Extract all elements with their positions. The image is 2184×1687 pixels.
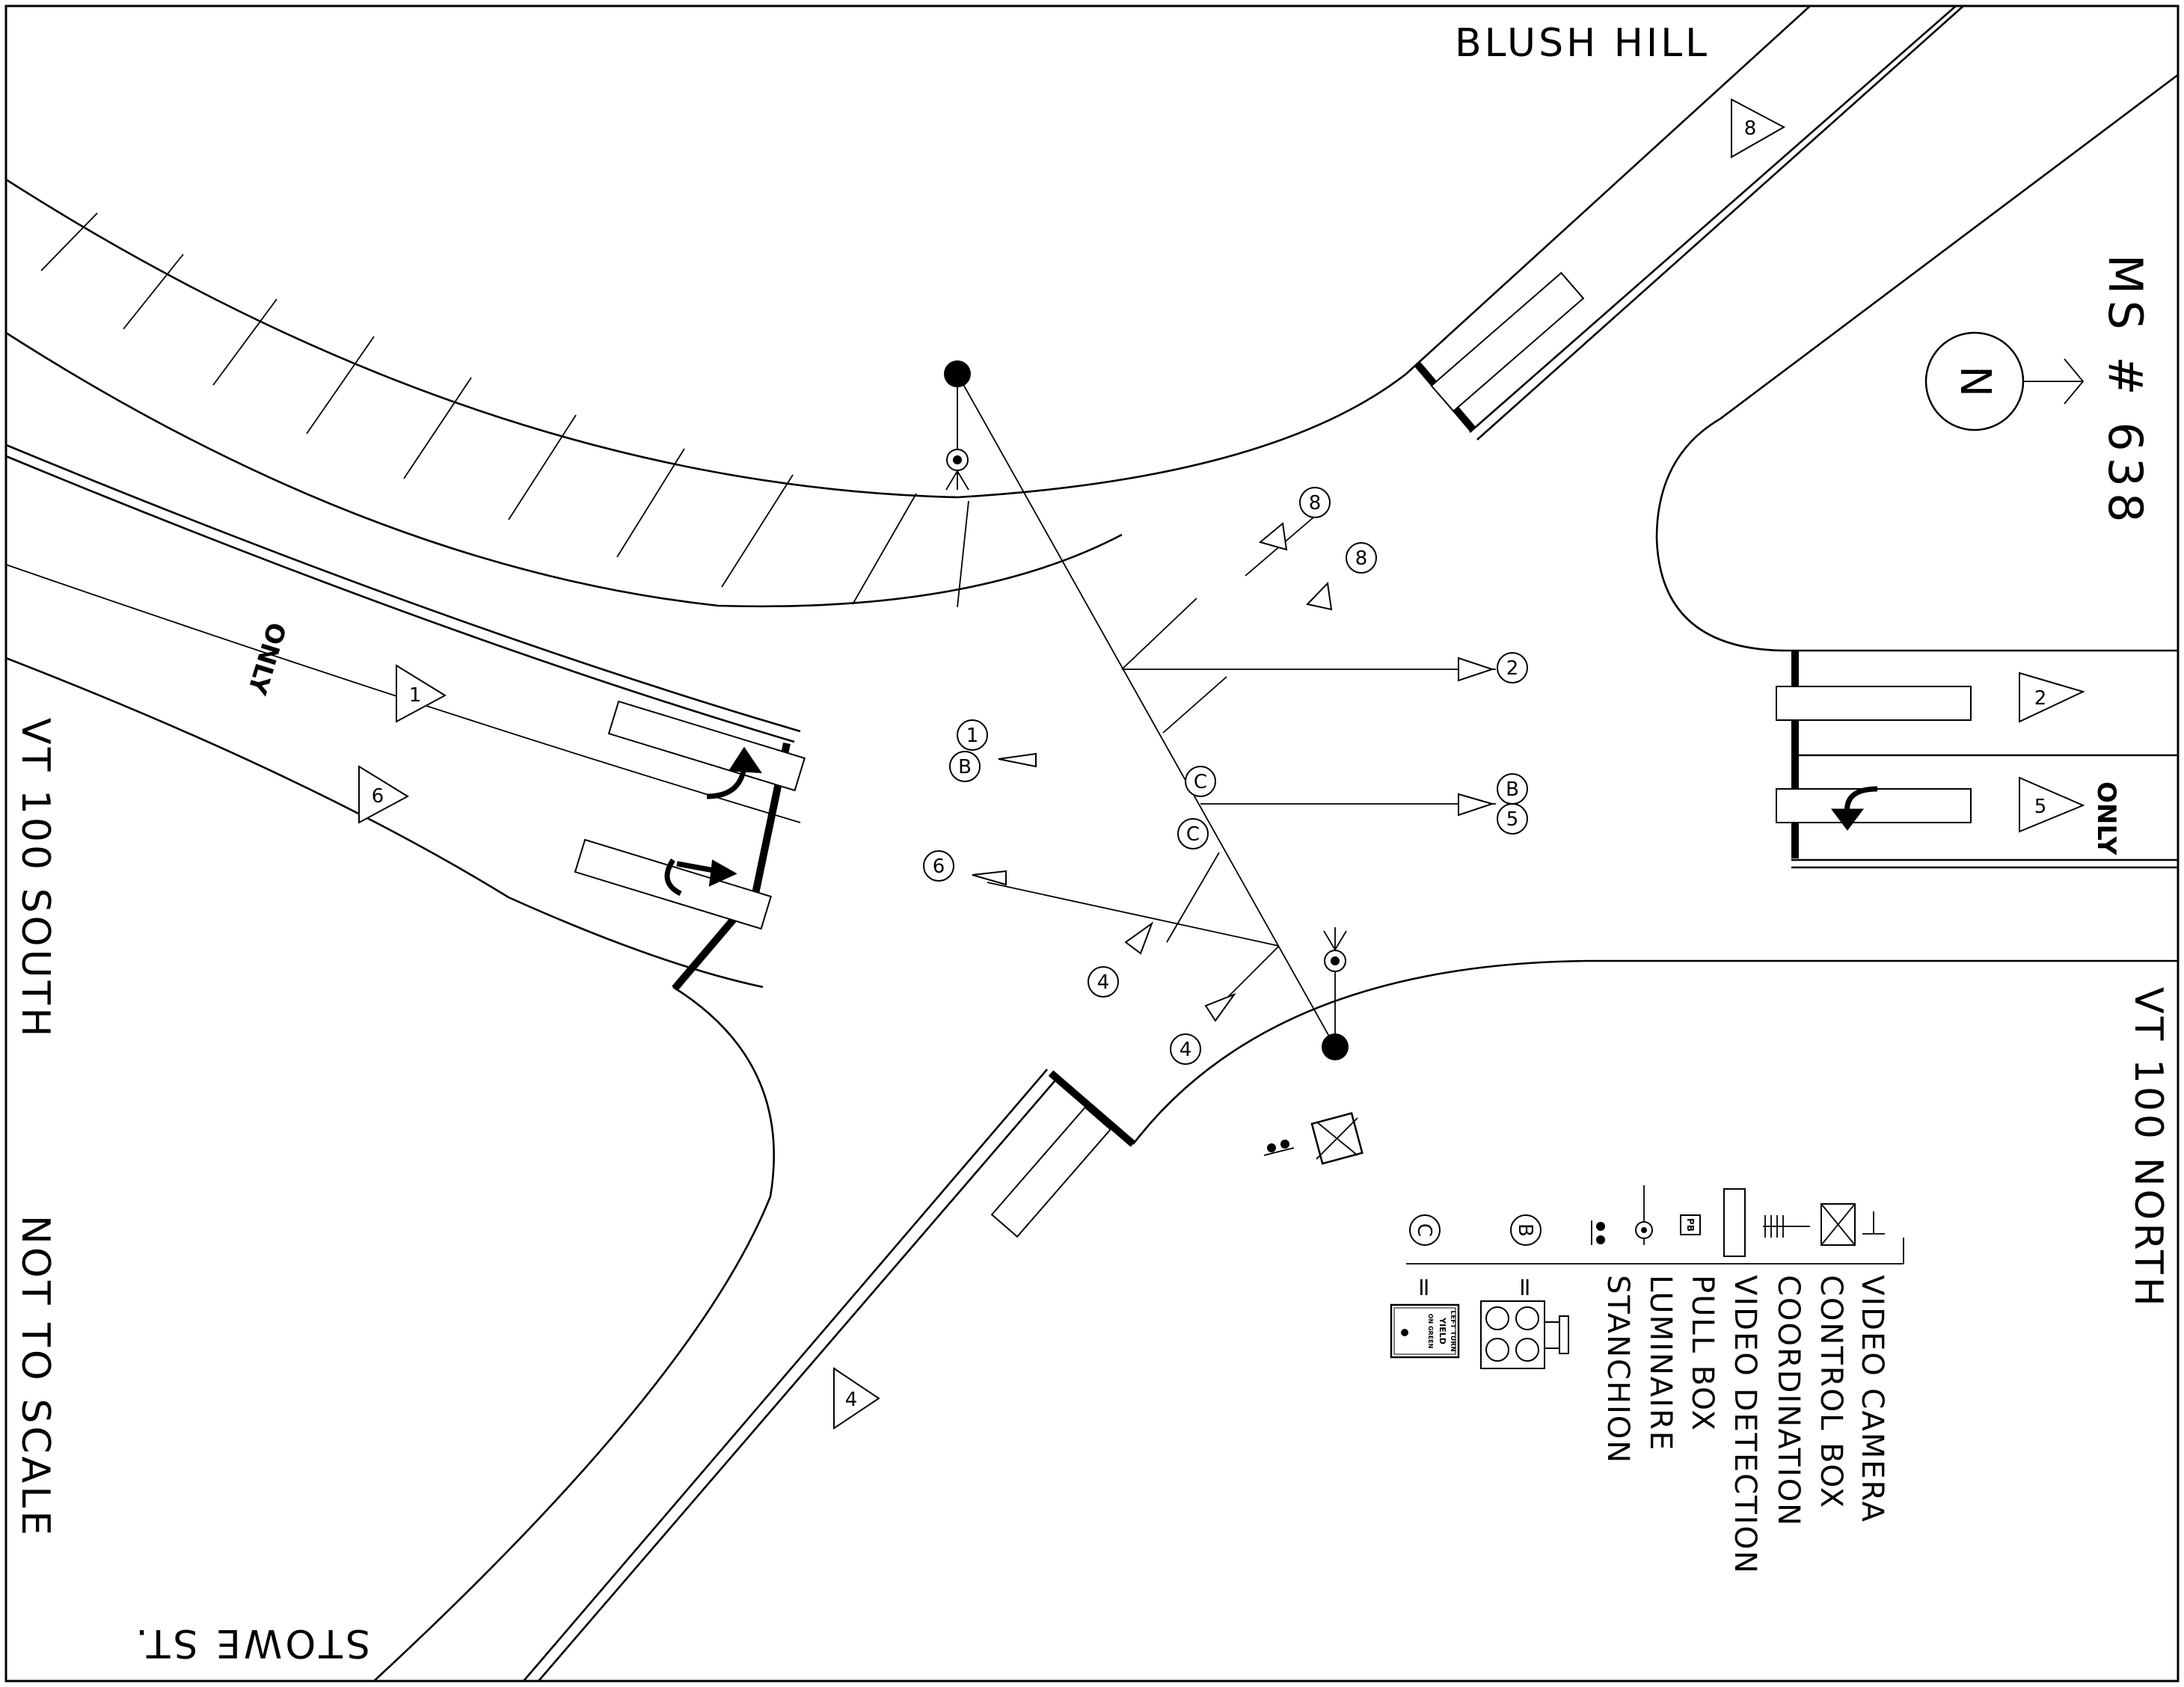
legend-pull-box-symbol: PB bbox=[1680, 1214, 1701, 1235]
signal-b-east: B bbox=[1506, 778, 1519, 801]
legend-video-detection-symbol bbox=[1723, 1188, 1746, 1257]
signal-4a: 4 bbox=[1097, 971, 1110, 994]
legend-luminaire: LUMINAIRE bbox=[1643, 1275, 1678, 1451]
phase-6: 6 bbox=[372, 785, 384, 808]
legend-b-equals: = bbox=[1510, 1276, 1540, 1298]
signal-4b: 4 bbox=[1180, 1039, 1192, 1061]
luminaire-north bbox=[945, 449, 969, 491]
legend-c-equals: = bbox=[1409, 1276, 1439, 1298]
svg-text:YIELD: YIELD bbox=[1438, 1317, 1447, 1345]
control-box bbox=[1310, 1112, 1364, 1165]
legend-b-signal-head bbox=[1480, 1300, 1569, 1369]
legend-b-letter: B bbox=[1514, 1223, 1536, 1237]
legend-luminaire-symbol bbox=[1635, 1185, 1653, 1245]
legend-c-circle bbox=[1409, 1214, 1441, 1246]
legend-b-circle bbox=[1510, 1214, 1542, 1246]
signal-c-upper: C bbox=[1194, 771, 1207, 793]
phase-2: 2 bbox=[2034, 687, 2047, 710]
legend-c-yield-sign: LEFT TURN YIELD ON GREEN bbox=[1390, 1303, 1460, 1359]
legend-pull-box: PULL BOX bbox=[1685, 1275, 1720, 1432]
north-arrow bbox=[1924, 331, 2085, 431]
median-hatch bbox=[40, 212, 969, 608]
phase-triangles bbox=[358, 98, 2085, 1430]
legend-video-detection: VIDEO DETECTION bbox=[1728, 1275, 1762, 1575]
pole-north bbox=[944, 360, 971, 387]
legend-stanchion: STANCHION bbox=[1601, 1275, 1635, 1464]
pavement-only-east: ONLY bbox=[2091, 781, 2121, 855]
legend-video-camera: VIDEO CAMERA bbox=[1855, 1275, 1889, 1523]
sheet-id: MS # 638 bbox=[2098, 254, 2153, 529]
legend-coordination-symbol bbox=[1763, 1215, 1810, 1238]
signal-c-lower: C bbox=[1186, 823, 1200, 846]
signal-8b: 8 bbox=[1355, 547, 1368, 570]
street-vt100-south: VT 100 SOUTH bbox=[13, 718, 58, 1040]
signal-1: 1 bbox=[966, 725, 979, 747]
street-vt100-north: VT 100 NORTH bbox=[2126, 987, 2171, 1309]
pole-south bbox=[1322, 1033, 1349, 1060]
signal-b-west: B bbox=[958, 756, 972, 778]
svg-text:PB: PB bbox=[1685, 1218, 1696, 1232]
signal-2: 2 bbox=[1506, 657, 1519, 680]
svg-text:ON GREEN: ON GREEN bbox=[1427, 1314, 1434, 1349]
svg-text:LEFT TURN: LEFT TURN bbox=[1449, 1310, 1456, 1351]
lane-arrows bbox=[664, 746, 1878, 897]
legend-control-box: CONTROL BOX bbox=[1814, 1275, 1848, 1509]
legend-coordination: COORDINATION bbox=[1771, 1275, 1806, 1527]
north-letter: N bbox=[1951, 366, 1999, 397]
street-blush-hill: BLUSH HILL bbox=[1455, 21, 1710, 66]
stanchion bbox=[1263, 1140, 1295, 1156]
signal-id-circles bbox=[923, 487, 1528, 1065]
road-edges bbox=[5, 5, 2179, 1682]
signal-6: 6 bbox=[933, 855, 945, 878]
signal-heads bbox=[972, 522, 1495, 1022]
scale-note: NOT TO SCALE bbox=[13, 1215, 58, 1538]
phase-4: 4 bbox=[845, 1389, 858, 1411]
phase-5: 5 bbox=[2034, 796, 2047, 818]
legend-control-box-symbol bbox=[1820, 1203, 1856, 1246]
sheet-border bbox=[4, 4, 2180, 1683]
phase-8: 8 bbox=[1744, 117, 1757, 140]
legend-c-letter: C bbox=[1413, 1223, 1435, 1237]
luminaire-south bbox=[1323, 927, 1347, 972]
signal-8a: 8 bbox=[1309, 492, 1322, 514]
street-stowe: STOWE ST. bbox=[132, 1620, 370, 1665]
legend: PB B C VIDEO CAMERA CONTROL BOX COORDINA… bbox=[1390, 1185, 1904, 1575]
span-wire bbox=[957, 373, 1496, 1048]
detection-zones bbox=[574, 271, 1972, 1238]
legend-video-camera-symbol bbox=[1862, 1211, 1885, 1235]
legend-stanchion-symbol bbox=[1591, 1220, 1605, 1245]
phase-1: 1 bbox=[409, 684, 422, 707]
stop-bars bbox=[672, 361, 1799, 1147]
signal-5: 5 bbox=[1506, 808, 1519, 831]
